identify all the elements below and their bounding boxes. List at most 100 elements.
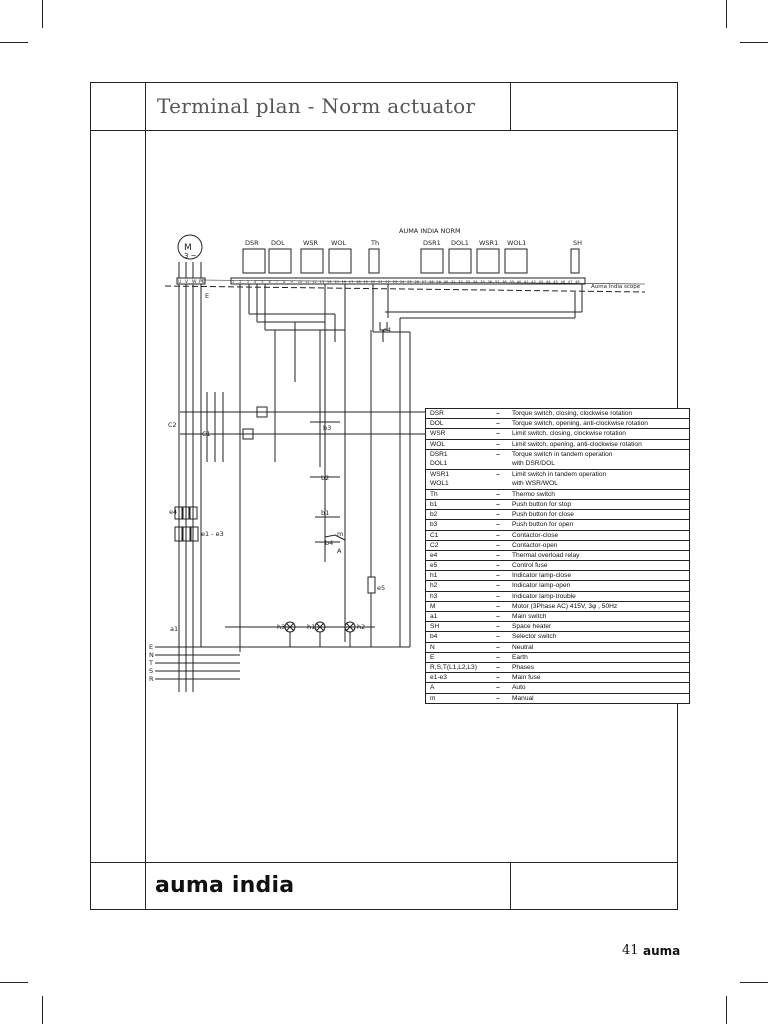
- legend-dash: –: [496, 511, 500, 519]
- c2-label: C2: [168, 421, 177, 429]
- switch-label: DOL1: [451, 239, 469, 247]
- switch-contact: [476, 248, 500, 274]
- terminal-number: 24: [400, 280, 405, 284]
- legend-symbol: C2: [430, 541, 439, 549]
- legend-description: Main fuse: [512, 674, 541, 682]
- terminal-number: 18: [356, 280, 361, 284]
- terminal-number: 39: [509, 280, 514, 284]
- terminal-number: 44: [546, 280, 551, 284]
- switch-label: WSR1: [479, 239, 498, 247]
- legend-symbol: R,S,T(L1,L2,L3): [430, 663, 477, 671]
- motor-label: M: [184, 243, 192, 253]
- page-brand: auma: [643, 944, 681, 958]
- a1-label: a1: [170, 625, 178, 633]
- legend-dash: –: [496, 674, 500, 682]
- terminal-number: 26: [415, 280, 420, 284]
- legend-row: DSR–Torque switch, closing, clockwise ro…: [426, 409, 689, 418]
- legend-symbol: e5: [430, 562, 438, 570]
- terminal-number: 38: [502, 280, 507, 284]
- switch-label: DOL: [271, 239, 285, 247]
- legend-symbol: A: [430, 684, 435, 692]
- legend-row: DSR1 DOL1–Torque switch in tandem operat…: [426, 448, 689, 469]
- frame-divider: [510, 82, 511, 130]
- legend-description: Manual: [512, 694, 534, 702]
- brand-logo: auma india: [155, 873, 295, 898]
- legend-description: Push button for open: [512, 521, 574, 529]
- motor-terminal: V: [185, 279, 189, 285]
- terminal-number: 12: [312, 280, 317, 284]
- switch-contact: [328, 248, 352, 274]
- switch-label: DSR1: [423, 239, 441, 247]
- terminal-number: 22: [385, 280, 390, 284]
- supply-label-e: E: [149, 643, 153, 651]
- legend-description: Space heater: [512, 623, 552, 631]
- terminal-number: 7: [276, 280, 278, 284]
- terminal-number: 35: [480, 280, 485, 284]
- legend-dash: –: [496, 602, 500, 610]
- legend-description: Torque switch, closing, clockwise rotati…: [512, 410, 633, 417]
- crop-mark: [726, 0, 727, 28]
- legend-row: E–Earth: [426, 651, 689, 662]
- legend-row: WSR1 WOL1–Limit switch in tandem operati…: [426, 468, 689, 489]
- terminal-number: 31: [451, 280, 456, 284]
- terminal-number: 17: [349, 280, 354, 284]
- legend-row: b3 – Push button for open: [426, 519, 689, 529]
- legend-dash: –: [496, 450, 500, 458]
- switch-contact: [368, 248, 380, 274]
- legend-dash: –: [496, 531, 500, 539]
- legend-dash: –: [496, 521, 500, 529]
- legend-dash: –: [496, 430, 500, 438]
- legend-symbol: h2: [430, 582, 438, 590]
- legend-dash: –: [496, 562, 500, 570]
- h2-label: h2: [357, 623, 365, 631]
- terminal-number: 2: [239, 280, 241, 284]
- crop-mark: [740, 982, 768, 983]
- switch-label: Th: [370, 239, 379, 247]
- crop-mark: [0, 42, 28, 43]
- terminal-number: 43: [539, 280, 544, 284]
- legend-row: a1–Main switch: [426, 611, 689, 621]
- legend-symbol: N: [430, 643, 435, 651]
- legend-row: h1–Indicator lamp-close: [426, 570, 689, 580]
- terminal-number: 48: [575, 280, 580, 284]
- terminal-number: 15: [334, 280, 339, 284]
- wiring-diagram: M 3 ~ AUMA INDIA NORM Auma India scope E…: [148, 227, 646, 692]
- terminal-number: 14: [327, 280, 332, 284]
- legend-description: Indicator lamp-open: [512, 582, 571, 590]
- legend-symbol: b3: [430, 521, 438, 529]
- legend-row: WOL–Limit switch, opening, anti-clockwis…: [426, 438, 689, 449]
- legend-symbol: h3: [430, 592, 438, 600]
- legend-row: e1-e3 – Main fuse: [426, 672, 689, 682]
- terminal-number: 21: [378, 280, 383, 284]
- crop-mark: [42, 0, 43, 28]
- h3-label: h3: [277, 623, 285, 631]
- legend-row: e5–Control fuse: [426, 560, 689, 570]
- terminal-strip: [230, 277, 586, 285]
- motor-terminal: W: [192, 279, 197, 285]
- legend-description: Contactor-close: [512, 531, 559, 539]
- terminal-number: 28: [429, 280, 434, 284]
- legend-symbol: e1-e3: [430, 674, 447, 682]
- frame-divider: [145, 82, 146, 910]
- legend-symbol: WSR: [430, 430, 446, 438]
- legend-description: Indicator lamp-trouble: [512, 592, 576, 600]
- legend-description: Push button for stop: [512, 500, 572, 508]
- legend-row: WSR–Limit switch, closing, clockwise rot…: [426, 428, 689, 438]
- legend-row: A–Auto: [426, 682, 689, 692]
- c1-label: C1: [202, 430, 211, 438]
- legend-description: Auto: [512, 684, 526, 692]
- terminal-number: 33: [466, 280, 471, 284]
- switch-contact: [268, 248, 292, 274]
- terminal-number: 41: [524, 280, 529, 284]
- legend-dash: –: [496, 582, 500, 590]
- terminal-number: 34: [473, 280, 478, 284]
- b2-label: b2: [321, 474, 329, 482]
- switch-contact: [300, 248, 324, 274]
- legend-row: R,S,T(L1,L2,L3)–Phases: [426, 661, 689, 672]
- terminal-number: 8: [283, 280, 286, 284]
- legend-description: Limit switch, opening, anti-clockwise ro…: [512, 440, 642, 448]
- main-fuse-label: e1 - e3: [201, 530, 224, 538]
- legend-dash: –: [496, 653, 500, 661]
- frame-divider: [90, 130, 678, 131]
- legend-row: DOL–Torque switch, opening, anti-clockwi…: [426, 418, 689, 428]
